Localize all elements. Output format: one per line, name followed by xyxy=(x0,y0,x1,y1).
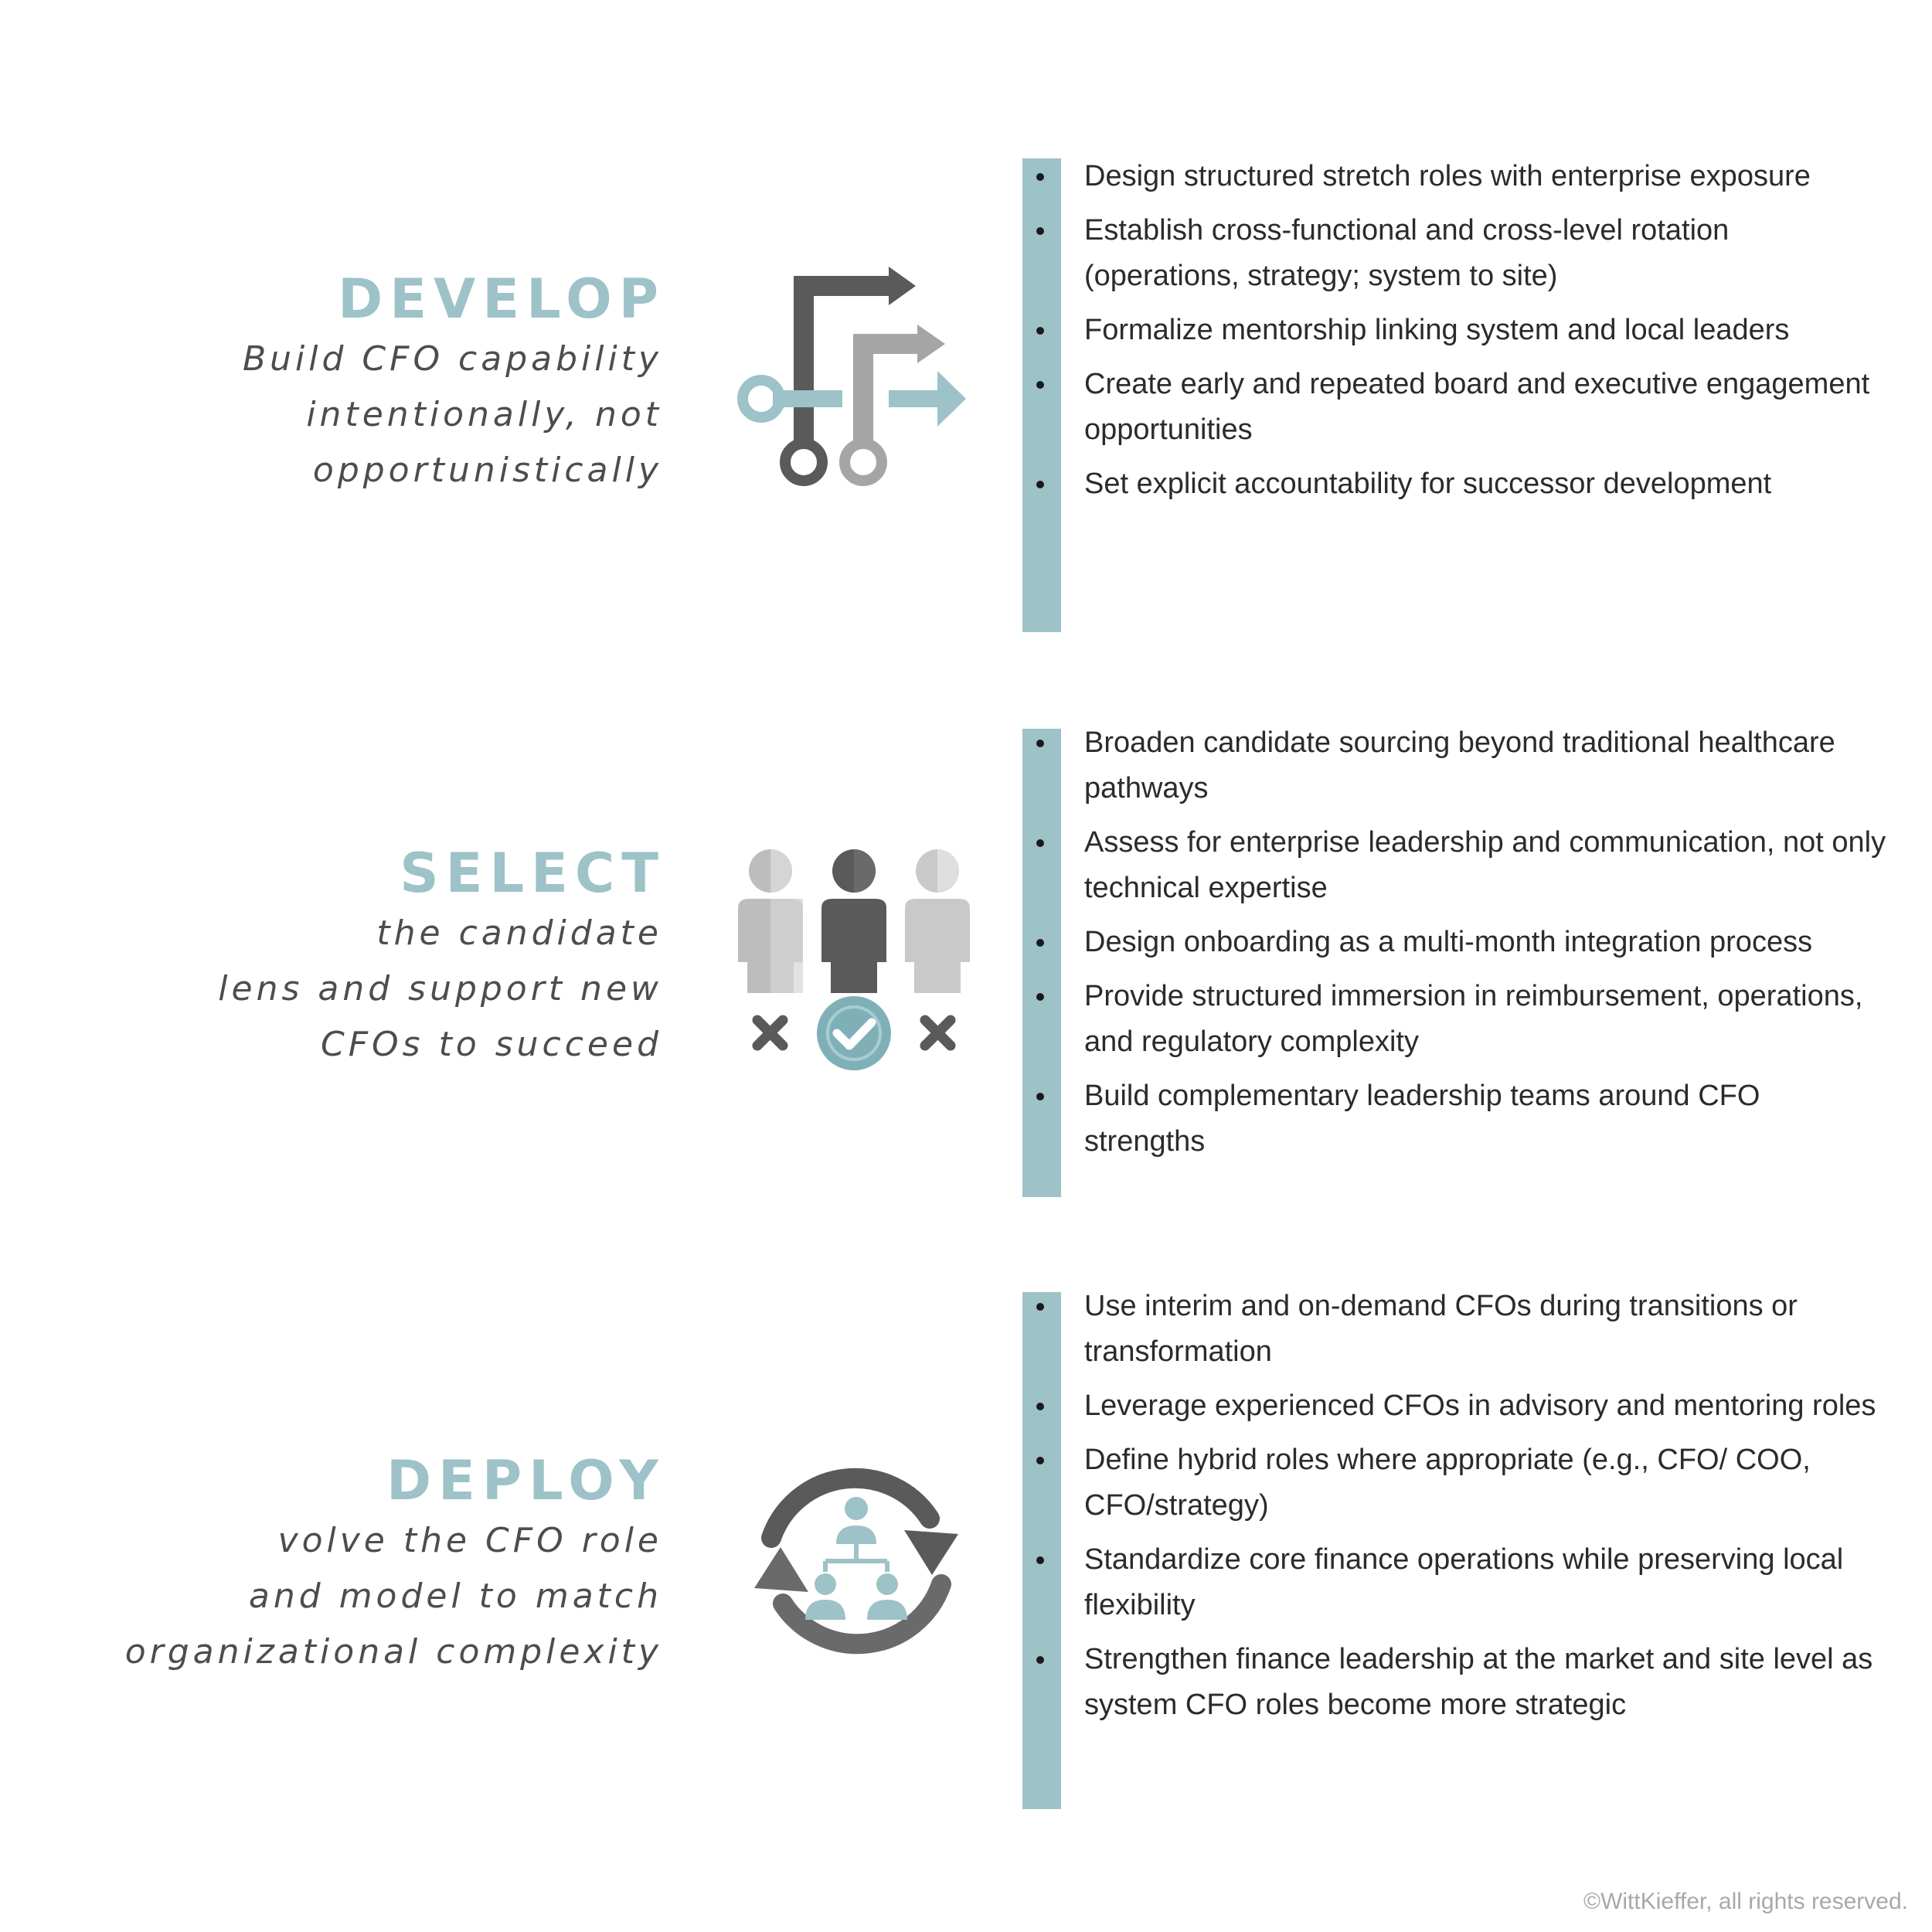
select-heading-block: SELECT the candidate lens and support ne… xyxy=(218,841,658,1073)
develop-bullet-list: Design structured stretch roles with ent… xyxy=(1022,154,1888,515)
list-item: Create early and repeated board and exec… xyxy=(1022,362,1888,453)
bullet-icon xyxy=(1036,381,1044,389)
list-item: Design onboarding as a multi-month integ… xyxy=(1022,920,1888,965)
list-item: Set explicit accountability for successo… xyxy=(1022,461,1888,507)
bullet-icon xyxy=(1036,1303,1044,1311)
bullet-icon xyxy=(1036,173,1044,181)
section-subtitle-line: intentionally, not xyxy=(306,395,662,434)
list-item: Strengthen finance leadership at the mar… xyxy=(1022,1637,1888,1728)
bullet-icon xyxy=(1036,1093,1044,1100)
deploy-heading-block: DEPLOY volve the CFO role and model to m… xyxy=(125,1448,658,1680)
bullet-icon xyxy=(1036,481,1044,488)
deploy-bullet-list: Use interim and on-demand CFOs during tr… xyxy=(1022,1284,1888,1736)
bullet-icon xyxy=(1036,227,1044,235)
section-subtitle-line: Build CFO capability xyxy=(242,339,662,379)
section-subtitle-line: the candidate xyxy=(376,913,662,953)
list-item: Design structured stretch roles with ent… xyxy=(1022,154,1888,199)
candidate-selection-icon xyxy=(738,849,970,1070)
bullet-icon xyxy=(1036,839,1044,847)
select-bullet-list: Broaden candidate sourcing beyond tradit… xyxy=(1022,720,1888,1173)
list-item: Define hybrid roles where appropriate (e… xyxy=(1022,1437,1888,1529)
bullet-icon xyxy=(1036,1457,1044,1464)
section-subtitle-line: opportunistically xyxy=(312,451,662,490)
bullet-icon xyxy=(1036,1656,1044,1664)
list-item: Broaden candidate sourcing beyond tradit… xyxy=(1022,720,1888,811)
copyright-notice: ©WittKieffer, all rights reserved. xyxy=(1583,1889,1908,1914)
list-item: Build complementary leadership teams aro… xyxy=(1022,1073,1888,1165)
branching-arrows-icon xyxy=(737,267,966,486)
bullet-icon xyxy=(1036,993,1044,1001)
bullet-icon xyxy=(1036,1556,1044,1564)
section-subtitle-line: CFOs to succeed xyxy=(321,1025,662,1064)
section-subtitle-line: and model to match xyxy=(248,1577,662,1616)
section-title: SELECT xyxy=(400,842,665,905)
bullet-icon xyxy=(1036,1403,1044,1410)
list-item: Establish cross-functional and cross-lev… xyxy=(1022,208,1888,299)
section-title: DEPLOY xyxy=(386,1449,665,1512)
list-item: Standardize core finance operations whil… xyxy=(1022,1537,1888,1628)
list-item: Assess for enterprise leadership and com… xyxy=(1022,820,1888,911)
list-item: Formalize mentorship linking system and … xyxy=(1022,308,1888,353)
accent-bar xyxy=(1022,729,1061,1197)
bullet-icon xyxy=(1036,939,1044,947)
org-cycle-icon xyxy=(754,1468,958,1655)
bullet-icon xyxy=(1036,327,1044,335)
section-subtitle-line: lens and support new xyxy=(218,969,662,1009)
accent-bar xyxy=(1022,1292,1061,1809)
accent-bar xyxy=(1022,158,1061,632)
list-item: Use interim and on-demand CFOs during tr… xyxy=(1022,1284,1888,1375)
section-subtitle-line: volve the CFO role xyxy=(277,1521,662,1560)
bullet-icon xyxy=(1036,740,1044,747)
list-item: Provide structured immersion in reimburs… xyxy=(1022,974,1888,1065)
section-title: DEVELOP xyxy=(338,267,665,331)
section-subtitle-line: organizational complexity xyxy=(124,1632,662,1672)
list-item: Leverage experienced CFOs in advisory an… xyxy=(1022,1383,1888,1429)
develop-heading-block: DEVELOP Build CFO capability intentional… xyxy=(243,267,658,498)
